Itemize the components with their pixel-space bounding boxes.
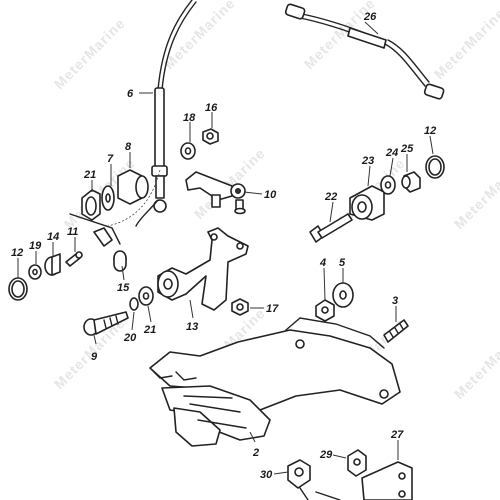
part-16-nut: [202, 128, 219, 145]
part-6-control-cable: [107, 0, 197, 227]
callout-14: 14: [47, 231, 59, 243]
pivot-arm: [69, 213, 121, 247]
callout-21: 21: [83, 169, 96, 181]
part-25-collar: [401, 171, 421, 193]
callout-8: 8: [125, 141, 132, 153]
part-17-nut: [231, 298, 249, 316]
callout-16: 16: [205, 102, 218, 114]
callout-12: 12: [11, 247, 23, 259]
callout-3: 3: [392, 295, 398, 307]
part-29-clip: [347, 449, 367, 477]
callout-12b: 12: [424, 125, 436, 137]
part-12-snap-ring-left: [8, 277, 28, 301]
part-11-grease-fitting: [65, 251, 83, 267]
part-8-collar: [117, 169, 149, 205]
callout-5: 5: [339, 257, 346, 269]
callout-22: 22: [324, 191, 337, 203]
part-22-bolt: [309, 213, 353, 243]
callout-20: 20: [123, 332, 137, 344]
callout-11: 11: [67, 226, 78, 238]
watermark-text: MeterMarine: [451, 155, 500, 232]
callout-9: 9: [91, 351, 98, 363]
part-2-mount-bracket: [149, 317, 401, 447]
callout-labels: 26 6 8 7 21 16 18 10 12 23 24 25 22 12 1…: [11, 11, 436, 481]
part-13-shift-lever: [157, 227, 249, 311]
callout-26: 26: [363, 11, 377, 23]
callout-10: 10: [264, 189, 277, 201]
part-18-washer: [180, 142, 196, 160]
part-24-washer: [380, 175, 396, 195]
leader-lines: [17, 21, 434, 475]
part-30-grommet: [287, 459, 341, 500]
callout-21b: 21: [143, 324, 156, 336]
part-3-stud: [383, 319, 409, 343]
watermark-text: MeterMarine: [431, 5, 500, 82]
part-26-wire-harness: [284, 3, 445, 100]
part-10-cable-bracket: [185, 171, 246, 215]
part-9-bolt: [83, 311, 129, 336]
part-20-washer: [138, 286, 154, 306]
watermark-text: MeterMarine: [161, 0, 238, 72]
part-4-nut: [315, 299, 335, 322]
callout-29: 29: [319, 449, 333, 461]
part-19-washer: [28, 264, 42, 280]
part-5-washer: [332, 282, 354, 308]
callout-6: 6: [127, 88, 134, 100]
watermark-text: MeterMarine: [51, 15, 128, 92]
watermark-text: MeterMarine: [451, 325, 500, 402]
callout-24: 24: [385, 147, 398, 159]
part-23-bushing: [349, 185, 385, 221]
part-27-plate: [361, 461, 413, 500]
callout-23: 23: [361, 155, 374, 167]
callout-30: 30: [260, 469, 273, 481]
callout-7: 7: [107, 153, 114, 165]
callout-4: 4: [319, 257, 326, 269]
callout-17: 17: [266, 303, 279, 315]
callout-19: 19: [29, 240, 42, 252]
callout-2: 2: [252, 447, 259, 459]
part-15-spacer: [113, 250, 127, 272]
callout-15: 15: [117, 282, 130, 294]
part-21b-bushing: [129, 297, 139, 311]
part-7-bushing: [101, 185, 115, 211]
callout-27: 27: [390, 429, 404, 441]
callout-18: 18: [183, 112, 196, 124]
callout-13: 13: [186, 321, 198, 333]
part-21-bushing: [81, 189, 101, 221]
part-14-collar: [44, 253, 61, 276]
part-12b-snap-ring-right: [425, 155, 445, 179]
callout-25: 25: [400, 143, 414, 155]
